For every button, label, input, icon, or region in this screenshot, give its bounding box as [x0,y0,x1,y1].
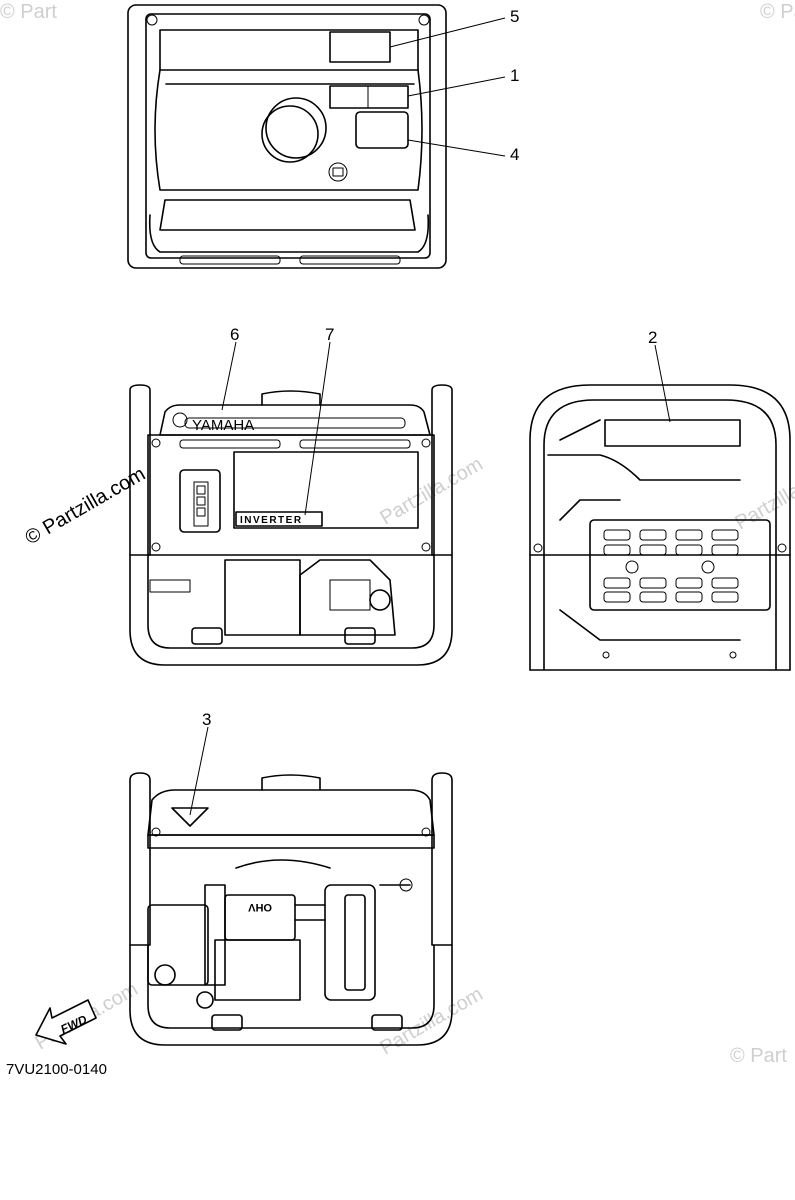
callout-3: 3 [202,710,211,729]
callout-6: 6 [230,325,239,344]
watermark-faint: Partzilla.com [732,458,795,534]
generator-rear-view: 5 1 4 [127,4,519,269]
callout-7: 7 [325,325,334,344]
callout-1: 1 [510,66,519,85]
generator-front-view: YAMAHA INVERTER 6 7 [129,325,453,666]
watermark-faint: Partzilla.com [377,983,487,1059]
yamaha-logo: YAMAHA [192,417,254,434]
ohv-mark: OHV [248,901,273,913]
watermark-corner: © Part [760,1,795,23]
control-grid [603,529,739,603]
diagram-code: 7VU2100-0140 [6,1061,107,1078]
callout-4: 4 [510,145,519,164]
watermark-corner: © Part [0,1,57,23]
callout-5: 5 [510,7,519,26]
generator-side-view: 2 [529,328,791,671]
callout-2: 2 [648,328,657,347]
generator-engine-view: OHV 3 [129,710,453,1046]
watermark-corner: © Part [730,1045,787,1067]
inverter-label: INVERTER [240,515,303,526]
